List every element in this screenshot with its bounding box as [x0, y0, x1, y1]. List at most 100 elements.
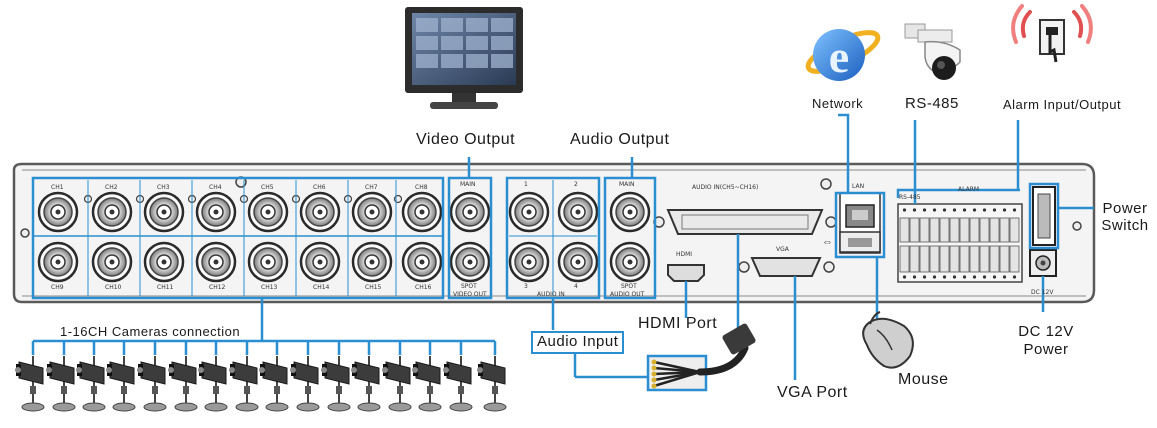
video-out-text: VIDEO OUT	[453, 291, 487, 298]
channel-label-top: CH3	[157, 184, 170, 191]
bnc-ch11	[143, 241, 185, 283]
audio-in-num-3: 3	[524, 283, 528, 290]
vga-connector: ⇔	[738, 236, 835, 277]
bnc-ch1	[37, 191, 79, 233]
channel-label-bottom: CH10	[105, 284, 122, 291]
bnc-audio-in-1	[508, 191, 550, 233]
bnc-ch16	[401, 241, 443, 283]
terminal-dot	[932, 275, 937, 279]
security-camera-icon	[106, 356, 136, 412]
channel-label-top: CH8	[415, 184, 428, 191]
bnc-audio-main	[609, 191, 651, 233]
network-browser-icon: e	[805, 29, 881, 82]
alarm-sensor-icon	[1011, 4, 1093, 63]
terminal-pin	[949, 217, 960, 243]
bnc-ch4	[195, 191, 237, 233]
terminal-pin	[929, 245, 940, 273]
dc-power-label-line2: Power	[1023, 341, 1069, 358]
bnc-ch9	[37, 241, 79, 283]
security-camera-icon	[443, 356, 473, 412]
terminal-dot	[1002, 275, 1007, 279]
terminal-dot	[922, 208, 927, 212]
terminal-pin	[979, 245, 990, 273]
terminal-dot	[932, 208, 937, 212]
terminal-dot	[922, 275, 927, 279]
bnc-ch15	[351, 241, 393, 283]
audio-input-label: Audio Input	[531, 331, 625, 354]
terminal-dot	[942, 208, 947, 212]
channel-label-top: CH4	[209, 184, 222, 191]
dc-power-label-line1: DC 12V	[1018, 323, 1074, 340]
power-switch-label-line1: Power	[1102, 200, 1148, 217]
bnc-video-main	[449, 191, 491, 233]
audio-out-text: AUDIO OUT	[610, 291, 645, 298]
audio-main-text: MAIN	[619, 181, 635, 188]
db-label-text: AUDIO IN(CH5~CH16)	[692, 184, 759, 191]
hdmi-connector	[667, 264, 705, 282]
channel-label-bottom: CH13	[261, 284, 278, 291]
terminal-pin	[939, 245, 950, 273]
terminal-dot	[982, 208, 987, 212]
video-spot-text: SPOT	[461, 283, 477, 290]
bnc-audio-in-3	[508, 241, 550, 283]
audio-in-num-1: 1	[524, 181, 528, 188]
security-camera-icon	[412, 356, 442, 412]
terminal-dot	[972, 275, 977, 279]
security-camera-icon	[76, 356, 106, 412]
rs485-text: RS-485	[899, 194, 921, 201]
security-camera-icon	[477, 356, 507, 412]
terminal-pin	[929, 217, 940, 243]
terminal-pin	[989, 217, 1000, 243]
audio-in-num-4: 4	[574, 283, 578, 290]
ptz-camera-icon	[904, 23, 961, 80]
channel-label-bottom: CH14	[313, 284, 330, 291]
bnc-ch8	[401, 191, 443, 233]
channel-label-bottom: CH9	[51, 284, 64, 291]
terminal-pin	[899, 217, 910, 243]
terminal-dot	[902, 275, 907, 279]
terminal-dot	[992, 208, 997, 212]
bnc-ch5	[247, 191, 289, 233]
hdmi-port-label: HDMI Port	[638, 315, 718, 332]
bnc-ch14	[299, 241, 341, 283]
terminal-dot	[992, 275, 997, 279]
lan-connector	[839, 192, 881, 254]
audio-spot-text: SPOT	[621, 283, 637, 290]
power-switch	[1032, 186, 1056, 246]
terminal-dot	[942, 275, 947, 279]
terminal-dot	[912, 275, 917, 279]
bnc-audio-in-2	[557, 191, 599, 233]
mouse-label: Mouse	[898, 371, 949, 388]
alarm-io-label: Alarm Input/Output	[1003, 97, 1122, 112]
terminal-pin	[999, 245, 1010, 273]
channel-label-top: CH7	[365, 184, 378, 191]
terminal-pin	[909, 245, 920, 273]
terminal-pin	[939, 217, 950, 243]
channel-label-bottom: CH16	[415, 284, 432, 291]
camera-array	[15, 356, 507, 412]
bnc-audio-spot	[609, 241, 651, 283]
svg-text:⇔: ⇔	[822, 236, 833, 248]
bnc-audio-in-4	[557, 241, 599, 283]
terminal-dot	[1012, 275, 1017, 279]
terminal-dot	[982, 275, 987, 279]
security-camera-icon	[168, 356, 198, 412]
security-camera-icon	[351, 356, 381, 412]
security-camera-icon	[15, 356, 45, 412]
hdmi-text: HDMI	[676, 251, 693, 258]
terminal-pin	[1009, 245, 1020, 273]
vga-port-label: VGA Port	[777, 384, 848, 401]
bnc-ch10	[91, 241, 133, 283]
security-camera-icon	[198, 356, 228, 412]
channel-label-bottom: CH12	[209, 284, 226, 291]
bnc-ch3	[143, 191, 185, 233]
audio-in-text: AUDIO IN	[537, 291, 565, 298]
terminal-dot	[972, 208, 977, 212]
audio-in-num-2: 2	[574, 181, 578, 188]
terminal-pin	[979, 217, 990, 243]
terminal-pin	[909, 217, 920, 243]
terminal-pin	[999, 217, 1010, 243]
video-main-text: MAIN	[460, 181, 476, 188]
bnc-ch13	[247, 241, 289, 283]
